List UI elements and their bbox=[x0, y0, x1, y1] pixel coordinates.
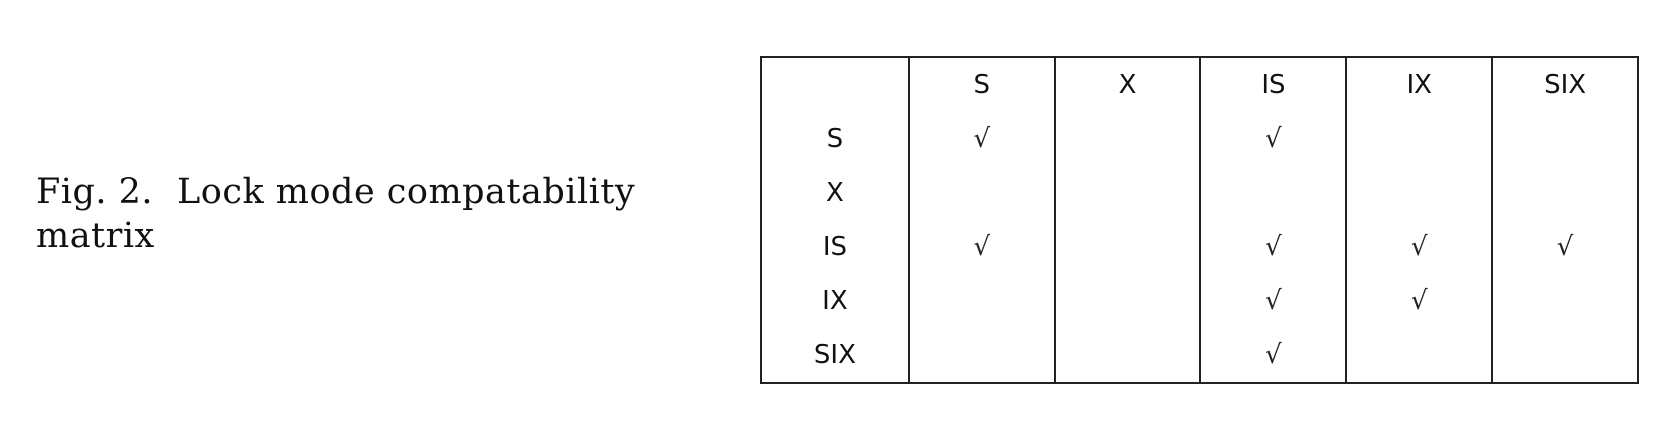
check-mark: √ bbox=[973, 124, 991, 154]
matrix-cell bbox=[1201, 166, 1345, 220]
matrix-column-ix: IX √ √ bbox=[1345, 58, 1491, 382]
matrix-cell bbox=[1056, 166, 1200, 220]
matrix-cell bbox=[1056, 220, 1200, 274]
matrix-cell bbox=[1347, 166, 1491, 220]
figure-label: Fig. 2. bbox=[36, 172, 154, 212]
column-header-six: SIX bbox=[1544, 70, 1587, 100]
column-header-ix: IX bbox=[1406, 70, 1432, 100]
column-header-x: X bbox=[1118, 70, 1137, 100]
matrix-column-s: S √ √ bbox=[907, 58, 1054, 382]
check-mark: √ bbox=[1556, 232, 1574, 262]
row-header-is: IS bbox=[822, 232, 847, 262]
matrix-column-six: SIX √ bbox=[1491, 58, 1637, 382]
check-mark: √ bbox=[1410, 232, 1428, 262]
matrix-cell bbox=[1056, 274, 1200, 328]
matrix-cell bbox=[1493, 166, 1637, 220]
matrix-cell bbox=[910, 274, 1054, 328]
matrix-cell bbox=[1347, 328, 1491, 382]
row-header-x: X bbox=[826, 178, 844, 208]
figure-caption: Fig. 2.Lock mode compatability matrix bbox=[36, 170, 656, 258]
matrix-cell bbox=[1493, 328, 1637, 382]
column-header-s: S bbox=[973, 70, 990, 100]
figure-caption-text: Lock mode compatability matrix bbox=[36, 172, 636, 256]
column-header-is: IS bbox=[1261, 70, 1286, 100]
corner-cell bbox=[762, 58, 908, 112]
lock-compatibility-matrix: S X IS IX SIX S √ √ X IS √ √ √ √ IX √ √ bbox=[760, 56, 1639, 384]
matrix-cell bbox=[910, 328, 1054, 382]
matrix-cell bbox=[1493, 112, 1637, 166]
check-mark: √ bbox=[1410, 286, 1428, 316]
matrix-cell bbox=[1056, 112, 1200, 166]
row-header-column: S X IS IX SIX bbox=[762, 58, 908, 382]
matrix-cell bbox=[1493, 274, 1637, 328]
matrix-cell bbox=[1347, 112, 1491, 166]
row-header-ix: IX bbox=[822, 286, 848, 316]
check-mark: √ bbox=[1265, 340, 1282, 370]
matrix-cell bbox=[910, 166, 1054, 220]
matrix-cell bbox=[1056, 328, 1200, 382]
matrix-column-is: IS √ √ √ √ bbox=[1199, 58, 1345, 382]
row-header-six: SIX bbox=[813, 340, 856, 370]
row-header-s: S bbox=[826, 124, 844, 154]
check-mark: √ bbox=[973, 232, 991, 262]
check-mark: √ bbox=[1265, 232, 1282, 262]
check-mark: √ bbox=[1265, 286, 1282, 316]
check-mark: √ bbox=[1265, 124, 1282, 154]
matrix-column-x: X bbox=[1053, 58, 1200, 382]
